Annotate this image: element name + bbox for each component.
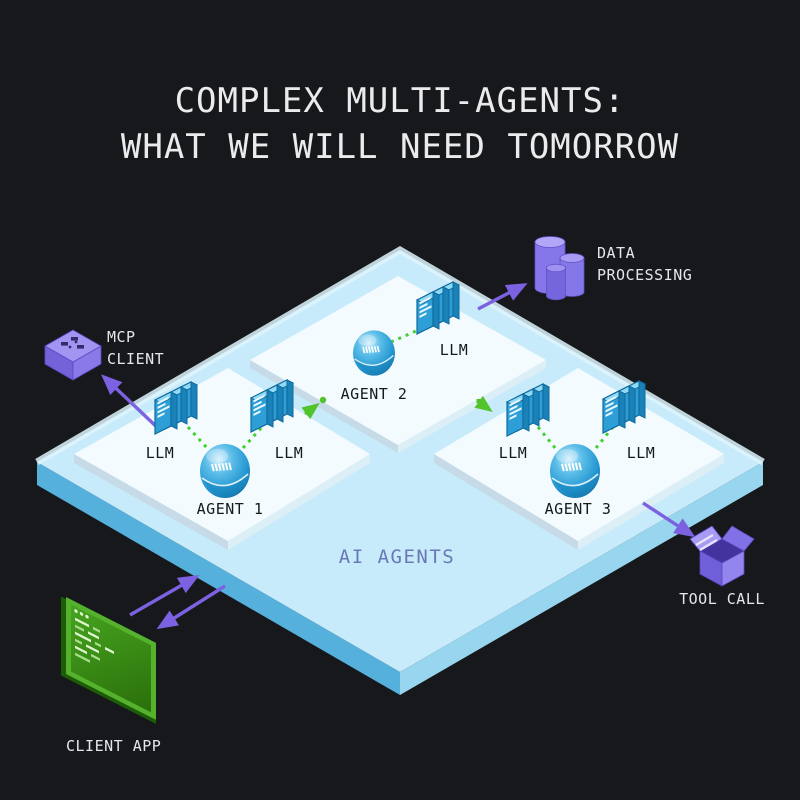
arrow-to-mcp-client: [101, 374, 162, 432]
agent-1-llm-right-label: LLM: [275, 444, 304, 462]
title-line-2: WHAT WE WILL NEED TOMORROW: [121, 127, 679, 167]
code-window-icon: [61, 596, 156, 724]
data-processing-label-line2: PROCESSING: [597, 266, 692, 284]
platform-label: AI AGENTS: [339, 546, 455, 568]
mcp-cube-icon: [44, 329, 102, 381]
client-app-label: CLIENT APP: [66, 737, 161, 755]
agent-1-llm-left-label: LLM: [146, 444, 175, 462]
arrow-agent1-to-agent2: [301, 396, 327, 420]
agent-2-platform-top: [250, 276, 546, 445]
agent-1-platform-side-left: [74, 454, 228, 550]
mcp-client-label-line2: CLIENT: [107, 350, 164, 368]
agent-1-label: AGENT 1: [197, 500, 264, 518]
agent-2-label: AGENT 2: [341, 385, 408, 403]
agent-3-platform-side-right: [578, 454, 724, 550]
database-cylinders-icon: [534, 236, 585, 301]
open-box-icon: [689, 525, 755, 587]
platform-top: [37, 250, 763, 672]
mcp-client-label-line1: MCP: [107, 328, 136, 346]
data-processing-label-line1: DATA: [597, 244, 635, 262]
platform-side-left: [37, 462, 400, 695]
link-agent2-llm: [390, 326, 424, 344]
agent-sphere-icon: [352, 329, 396, 377]
agent-3-platform-side-left: [434, 454, 578, 550]
tool-call-label: TOOL CALL: [679, 590, 765, 608]
arrow-agent2-to-agent3: [474, 395, 493, 412]
agent-2-platform-side-right: [398, 360, 546, 453]
agent-sphere-icon: [199, 443, 251, 499]
agent-3-llm-left-label: LLM: [499, 444, 528, 462]
agent-1-platform-side-right: [228, 454, 370, 550]
title-line-1: COMPLEX MULTI-AGENTS:: [175, 81, 626, 121]
agent-3-llm-right-label: LLM: [627, 444, 656, 462]
arrow-to-tool-call: [642, 501, 696, 538]
agent-3-label: AGENT 3: [545, 500, 612, 518]
agent-sphere-icon: [549, 443, 601, 499]
agent-2-llm-label: LLM: [440, 341, 469, 359]
arrow-client-to-platform: [129, 574, 200, 617]
arrow-to-data-processing: [477, 283, 528, 311]
link-agent1-llm-left: [186, 425, 210, 451]
arrow-platform-to-client: [156, 584, 226, 630]
